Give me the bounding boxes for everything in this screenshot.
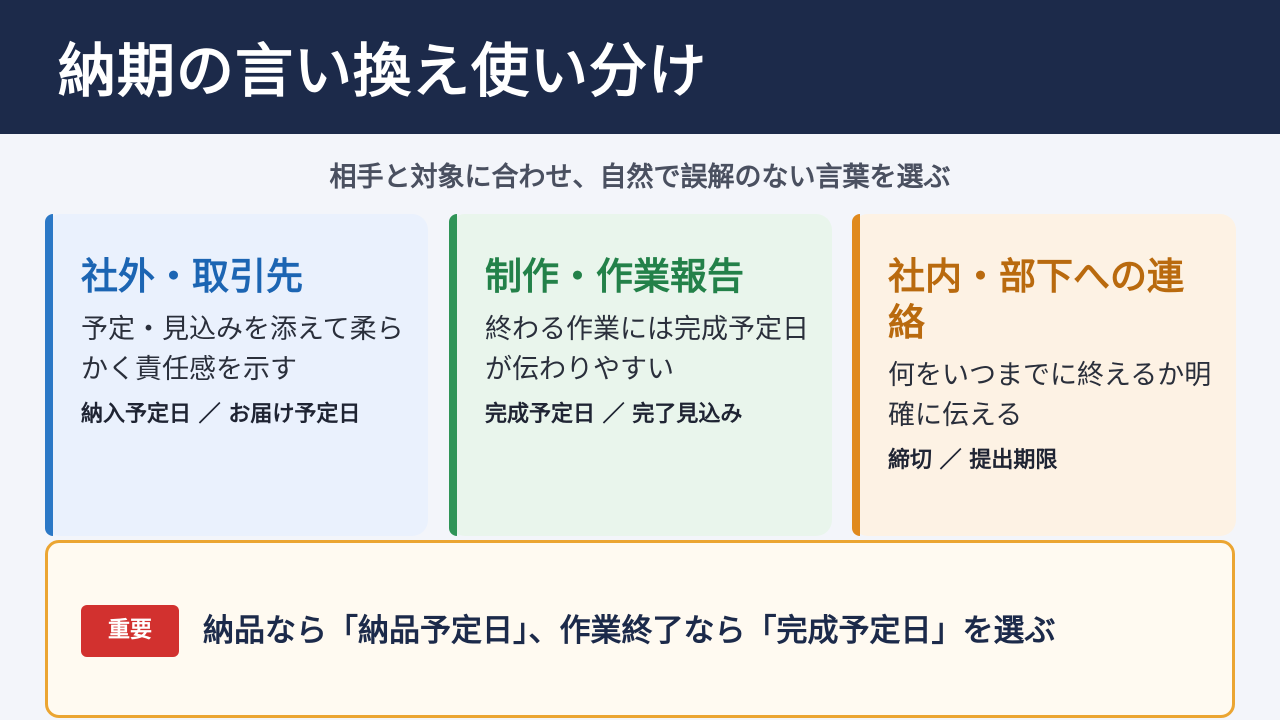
banner-text: 納品なら「納品予定日」、作業終了なら「完成予定日」を選ぶ xyxy=(203,613,1056,649)
card-terms: 納入予定日 ／ お届け予定日 xyxy=(81,402,361,427)
card-accent-bar xyxy=(45,214,53,536)
card-title: 社外・取引先 xyxy=(81,255,303,298)
card-accent-bar xyxy=(852,214,860,536)
card-description: 予定・見込みを添えて柔らかく責任感を示す xyxy=(81,314,404,385)
card-accent-bar xyxy=(449,214,457,536)
card-terms: 締切 ／ 提出期限 xyxy=(888,448,1058,473)
page-title: 納期の言い換え使い分け xyxy=(58,37,708,105)
card-external-clients: 社外・取引先 予定・見込みを添えて柔らかく責任感を示す 納入予定日 ／ お届け予… xyxy=(45,214,428,536)
card-internal-subordinates: 社内・部下への連絡 何をいつまでに終えるか明確に伝える 締切 ／ 提出期限 xyxy=(852,214,1236,536)
important-banner: 重要 納品なら「納品予定日」、作業終了なら「完成予定日」を選ぶ xyxy=(45,540,1235,718)
important-badge: 重要 xyxy=(81,605,179,657)
card-title: 社内・部下への連絡 xyxy=(888,255,1184,344)
card-production-report: 制作・作業報告 終わる作業には完成予定日が伝わりやすい 完成予定日 ／ 完了見込… xyxy=(449,214,832,536)
card-terms: 完成予定日 ／ 完了見込み xyxy=(485,402,743,427)
card-description: 終わる作業には完成予定日が伝わりやすい xyxy=(485,314,809,385)
header-bar: 納期の言い換え使い分け xyxy=(0,0,1280,134)
card-description: 何をいつまでに終えるか明確に伝える xyxy=(888,360,1212,431)
card-title: 制作・作業報告 xyxy=(485,255,744,298)
page-subtitle: 相手と対象に合わせ、自然で誤解のない言葉を選ぶ xyxy=(329,162,951,193)
